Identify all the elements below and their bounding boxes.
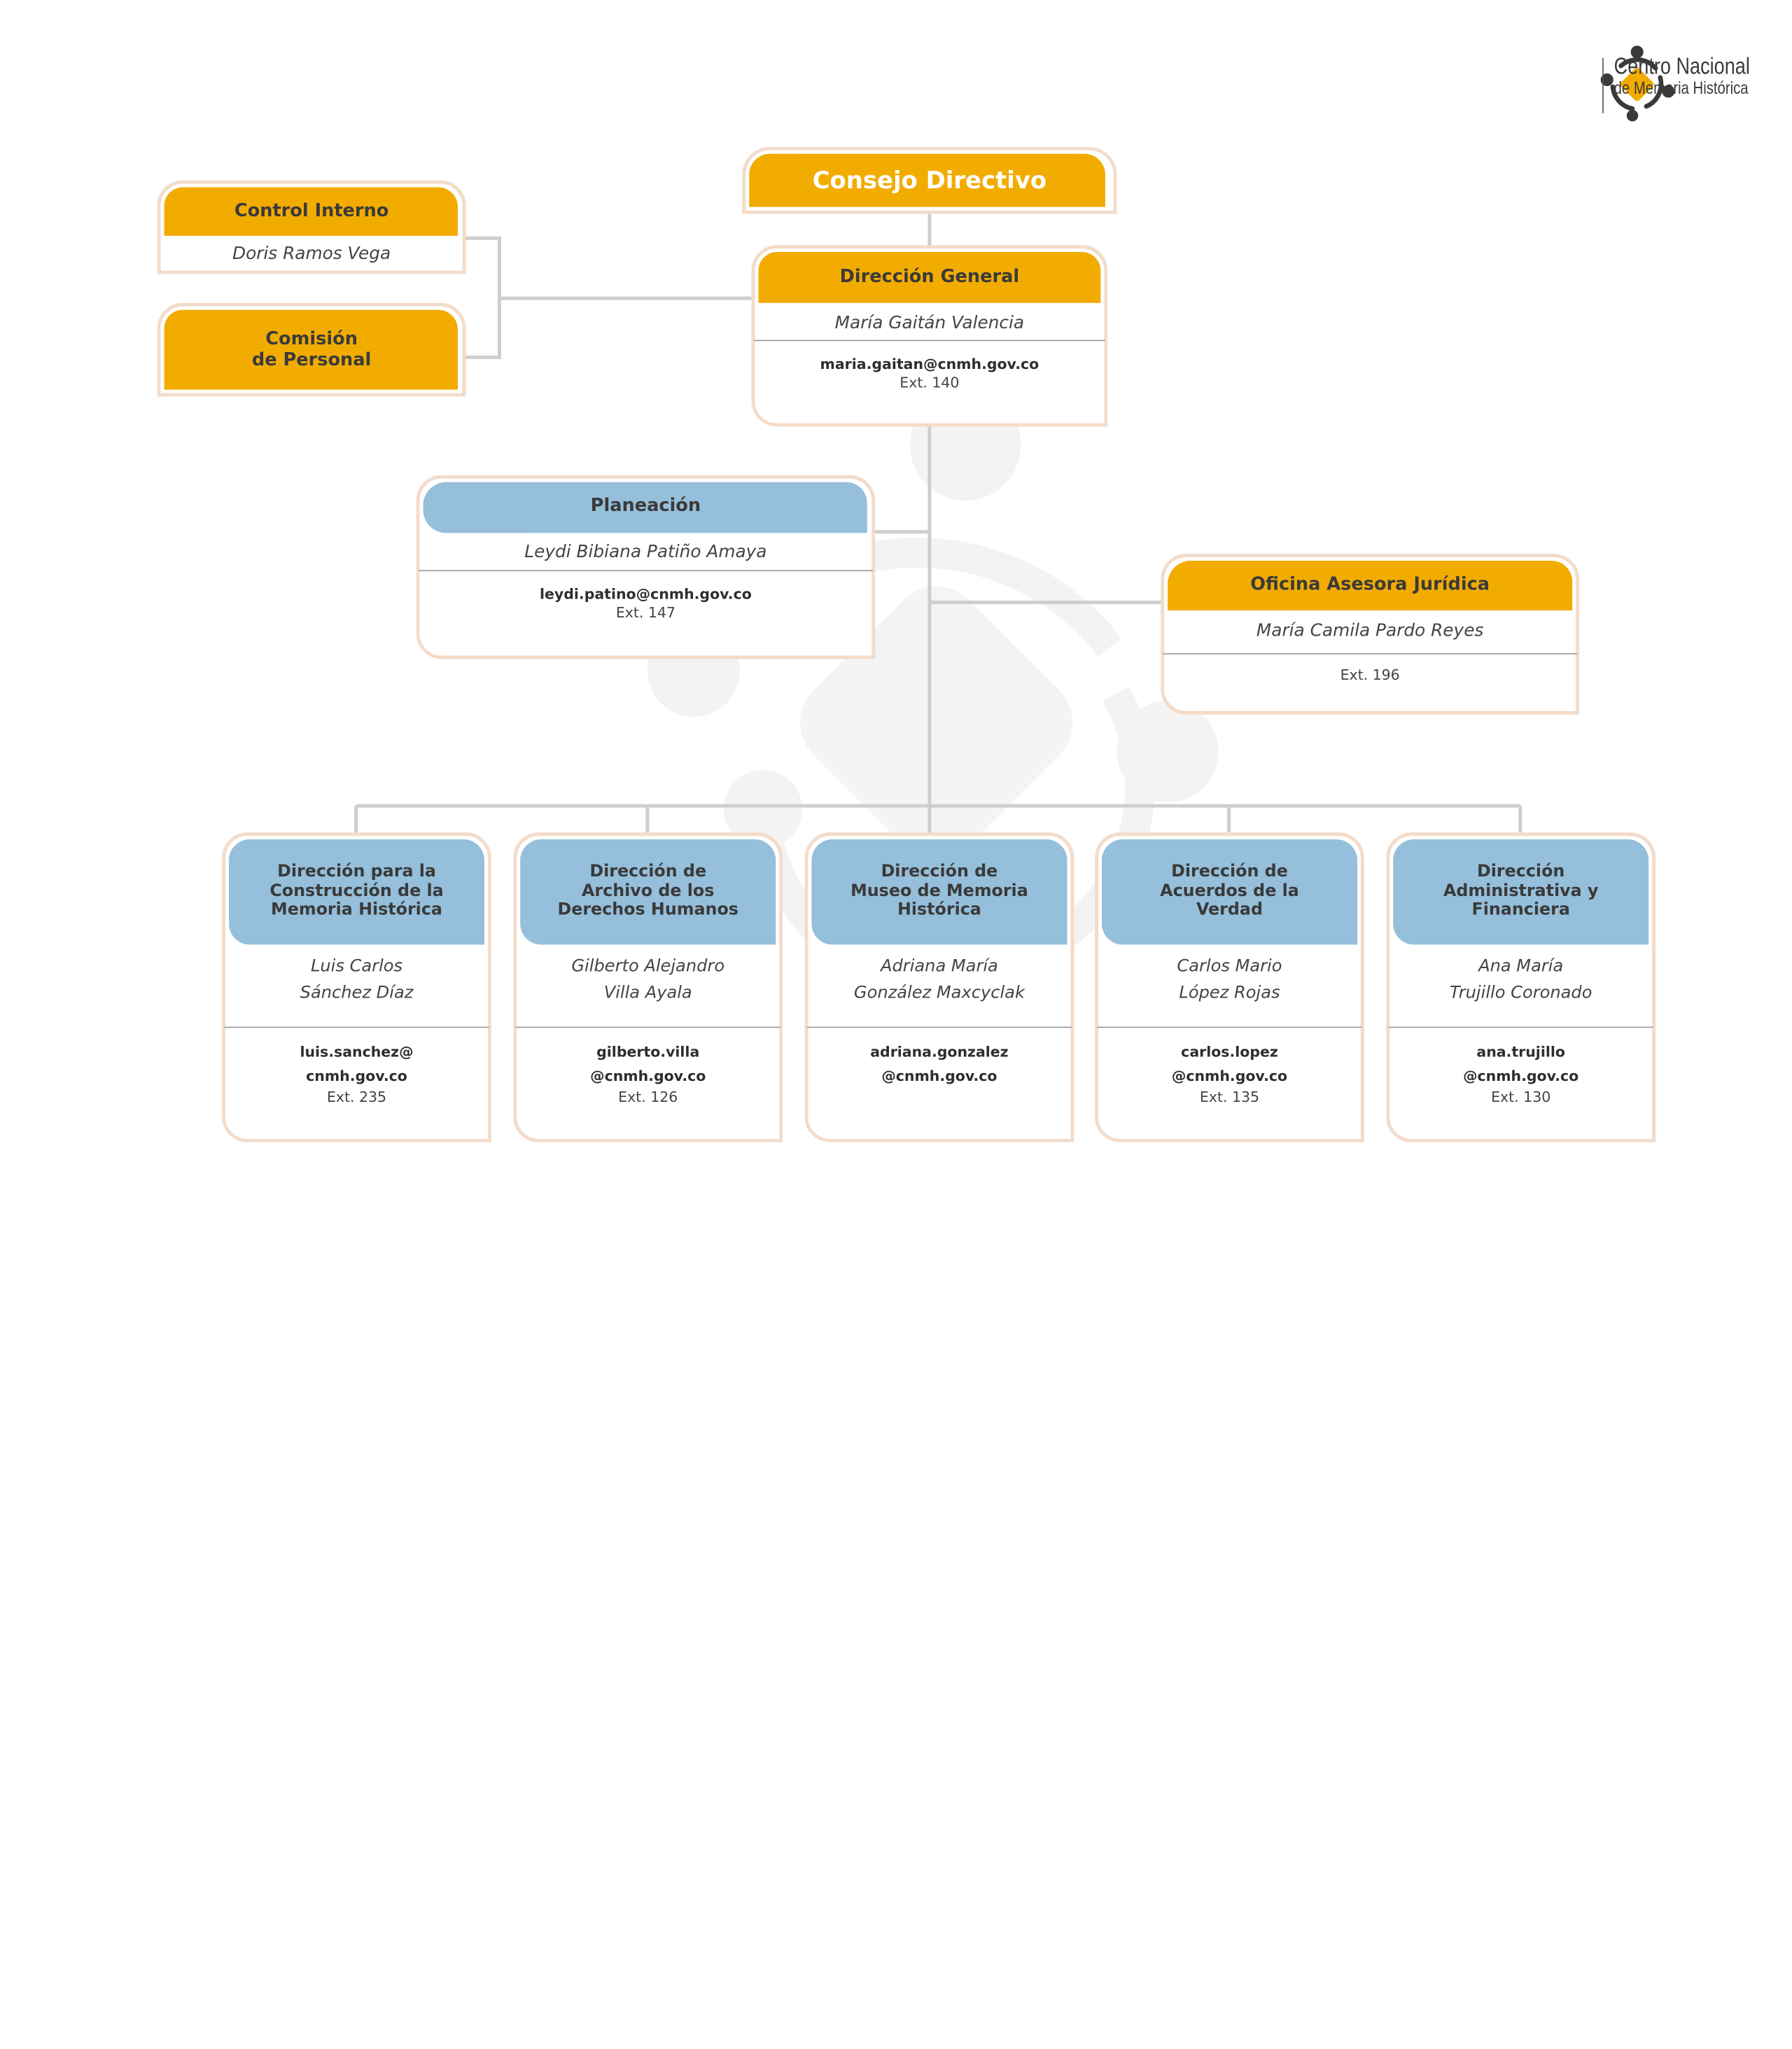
direccion-name-line: Luis Carlos [310,956,403,976]
direccion-email-line: @cnmh.gov.co [881,1067,997,1085]
direccion-title-line: Museo de Memoria [850,881,1028,900]
direccion-general-ext: Ext. 140 [899,374,960,391]
direccion-construccion-box: Dirección para la Construcción de la Mem… [222,832,491,1142]
direccion-name-line: Trujillo Coronado [1449,983,1592,1003]
control-interno-title: Control Interno [234,200,389,221]
direccion-title-line: Archivo de los [582,881,715,900]
direccion-email-line: cnmh.gov.co [306,1067,407,1085]
direccion-general-box: Dirección General María Gaitán Valencia … [751,245,1108,427]
direccion-email-line: gilberto.villa [596,1042,700,1061]
direccion-email-line: @cnmh.gov.co [590,1067,706,1085]
direccion-name-line: Adriana María [881,956,998,976]
juridica-name: María Camila Pardo Reyes [1256,620,1484,641]
direccion-general-title: Dirección General [839,265,1020,286]
direccion-name-line: González Maxcyclak [853,983,1025,1003]
planeacion-name: Leydi Bibiana Patiño Amaya [524,540,767,562]
direccion-email-line: ana.trujillo [1476,1042,1565,1061]
direccion-ext: Ext. 235 [326,1088,387,1106]
direccion-museo-box: Dirección de Museo de Memoria Histórica … [804,832,1074,1142]
direccion-title-line: Construcción de la [270,881,444,900]
direccion-name-line: Ana María [1478,956,1564,976]
direccion-general-name: María Gaitán Valencia [834,312,1025,333]
comision-personal-box: Comisión de Personal [157,302,466,397]
separator [1388,1026,1653,1028]
logo-text: Centro Nacional de Memoria Histórica [1614,55,1780,98]
separator [224,1026,489,1028]
direccion-title-line: Dirección [1477,862,1565,881]
direccion-title-line: Acuerdos de la [1160,881,1299,900]
direccion-title-line: Dirección para la [277,862,436,881]
connector-lines [354,210,1522,837]
direccion-title-line: Histórica [897,901,981,920]
comision-title-line1: Comisión [265,328,358,349]
direccion-email-line: luis.sanchez@ [300,1042,414,1061]
direccion-name-line: Sánchez Díaz [300,983,414,1003]
direccion-name-line: López Rojas [1179,983,1280,1003]
planeacion-email: leydi.patino@cnmh.gov.co [540,585,752,603]
direccion-ext: Ext. 130 [1491,1088,1551,1106]
planeacion-box: Planeación Leydi Bibiana Patiño Amaya le… [416,475,876,659]
direccion-title-line: Verdad [1196,901,1263,920]
separator [1097,1026,1362,1028]
direccion-administrativa-box: Dirección Administrativa y Financiera An… [1386,832,1656,1142]
control-interno-box: Control Interno Doris Ramos Vega [157,180,466,274]
direccion-ext: Ext. 126 [618,1088,678,1106]
direccion-general-email: maria.gaitan@cnmh.gov.co [820,355,1040,372]
comision-title-line2: de Personal [251,348,372,370]
direccion-email-line: adriana.gonzalez [870,1042,1009,1061]
direccion-name-line: Gilberto Alejandro [571,956,725,976]
direccion-name-line: Villa Ayala [603,983,692,1003]
control-interno-name: Doris Ramos Vega [232,242,391,264]
juridica-box: Oficina Asesora Jurídica María Camila Pa… [1161,554,1580,715]
direccion-email-line: @cnmh.gov.co [1463,1067,1579,1085]
separator [1163,653,1577,655]
direccion-title-line: Dirección de [1171,862,1288,881]
direccion-archivo-box: Dirección de Archivo de los Derechos Hum… [513,832,783,1142]
direccion-title-line: Dirección de [881,862,998,881]
consejo-directivo-box: Consejo Directivo [742,146,1117,214]
logo-line2: de Memoria Histórica [1614,78,1749,99]
direccion-title-line: Derechos Humanos [557,901,738,920]
direccion-title-line: Memoria Histórica [271,901,442,920]
planeacion-title: Planeación [590,494,701,515]
separator [515,1026,780,1028]
direccion-acuerdos-box: Dirección de Acuerdos de la Verdad Carlo… [1095,832,1364,1142]
direccion-name-line: Carlos Mario [1177,956,1282,976]
consejo-directivo-title: Consejo Directivo [812,166,1047,195]
direccion-email-line: carlos.lopez [1181,1042,1278,1061]
direccion-ext: Ext. 135 [1199,1088,1260,1106]
separator [418,570,873,571]
separator [753,340,1105,342]
direccion-email-line: @cnmh.gov.co [1171,1067,1288,1085]
separator [806,1026,1072,1028]
planeacion-ext: Ext. 147 [615,603,676,622]
direccion-title-line: Administrativa y [1443,881,1599,900]
juridica-ext: Ext. 196 [1340,666,1400,684]
logo-line1: Centro Nacional [1614,54,1750,80]
logo-divider [1602,57,1604,113]
cnmh-logo-icon [1600,46,1675,122]
direccion-title-line: Dirección de [589,862,707,881]
direccion-title-line: Financiera [1471,901,1570,920]
juridica-title: Oficina Asesora Jurídica [1250,573,1490,594]
